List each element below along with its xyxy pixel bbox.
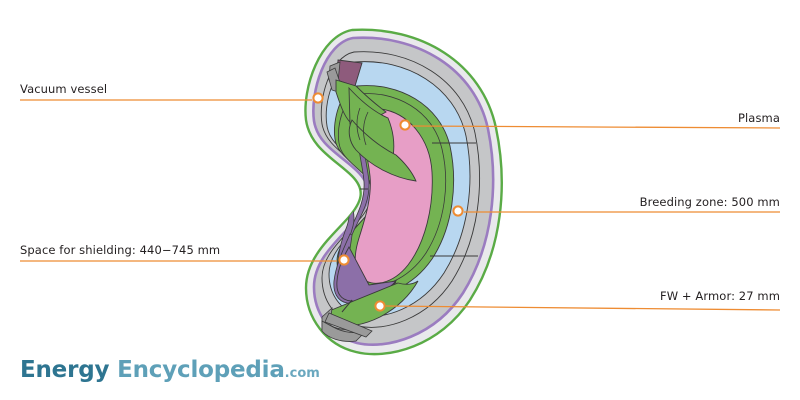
logo-word-energy: Energy [20,357,110,383]
divertor-upper-assembly [326,59,417,182]
callout-label-space-for-shielding: Space for shielding: 440−745 mm [20,243,221,257]
site-logo[interactable]: Energy Encyclopedia.com [20,357,320,383]
callout-label-fw-armor: FW + Armor: 27 mm [659,289,780,303]
logo-suffix-dotcom: .com [284,366,320,381]
callout-label-vacuum-vessel: Vacuum vessel [20,82,108,96]
callout-leader-vacuum-vessel [20,92,324,104]
callout-leader-plasma [399,119,781,131]
divertor-lower-structure [321,306,373,342]
callout-label-plasma: Plasma [737,111,780,125]
callout-label-breeding-zone: Breeding zone: 500 mm [639,195,780,209]
callout-leader-space-for-shielding [20,254,350,266]
callout-leader-breeding-zone [452,205,780,217]
logo-word-encyclopedia: Encyclopedia [117,357,285,383]
callout-leader-fw-armor [374,300,781,312]
